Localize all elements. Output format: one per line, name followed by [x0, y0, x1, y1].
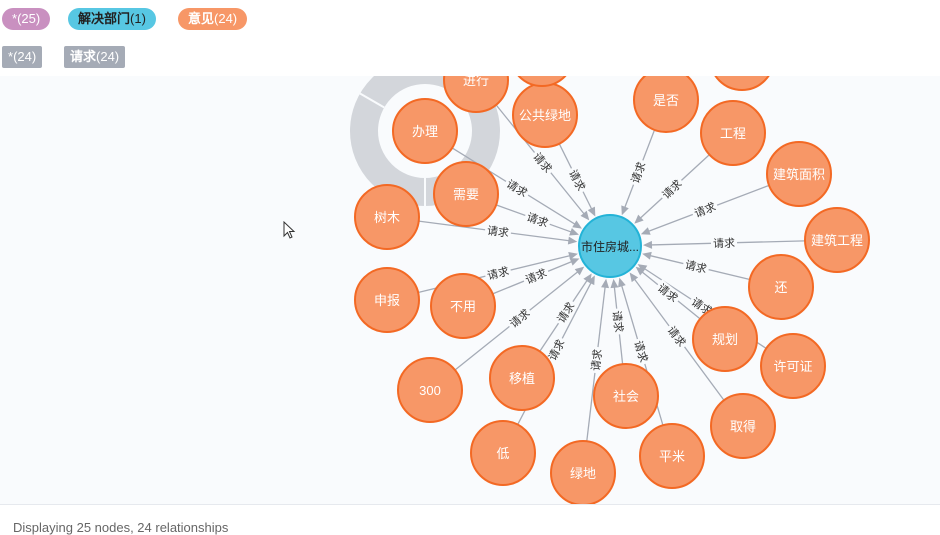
- opinion-node[interactable]: 规划: [692, 306, 758, 372]
- opinion-node-label: 规划: [712, 332, 738, 347]
- opinion-node-label: 公共绿地: [519, 108, 571, 123]
- graph-view[interactable]: 请求请求请求请求请求请求请求请求请求请求请求请求请求请求请求请求请求请求请求请求…: [0, 76, 940, 504]
- opinion-node-label: 取得: [730, 419, 756, 434]
- opinion-node-label: 移植: [509, 371, 535, 386]
- opinion-node[interactable]: 是否: [633, 76, 699, 133]
- opinion-node-label: 社会: [613, 389, 639, 404]
- relationship-label: 请求: [684, 258, 708, 276]
- legend-label-all[interactable]: *(25): [2, 8, 51, 30]
- opinion-node[interactable]: 公共绿地: [512, 82, 578, 148]
- legend-relationship-request[interactable]: 请求(24): [64, 46, 126, 68]
- relationship-label: 请求: [525, 210, 550, 230]
- relationship-label: 请求: [486, 224, 509, 240]
- opinion-node-label: 建筑工程: [811, 233, 863, 248]
- legend-label-department[interactable]: 解决部门(1): [68, 8, 156, 30]
- opinion-node[interactable]: 建筑工程: [804, 207, 870, 273]
- opinion-node-label: 平米: [659, 449, 685, 464]
- opinion-node-label: 工程: [720, 126, 746, 141]
- opinion-node-label: 是否: [653, 93, 679, 108]
- opinion-node-label: 进行: [463, 76, 489, 88]
- opinion-node-label: 300: [419, 383, 441, 398]
- opinion-node-label: 树木: [374, 210, 400, 225]
- relationship-label: 请求: [589, 348, 605, 371]
- legend-label-opinion[interactable]: 意见(24): [178, 8, 248, 30]
- opinion-node-label: 绿地: [570, 466, 596, 481]
- department-node[interactable]: 市住房城...: [578, 214, 642, 278]
- opinion-node[interactable]: 300: [397, 357, 463, 423]
- legend-bar: *(25) 解决部门(1) 意见(24) *(24) 请求(24): [0, 0, 940, 76]
- opinion-node-partial[interactable]: [710, 76, 774, 91]
- opinion-node[interactable]: 低: [470, 420, 536, 486]
- opinion-node[interactable]: 移植: [489, 345, 555, 411]
- relationship-edge[interactable]: 请求: [418, 220, 578, 245]
- opinion-node[interactable]: 还: [748, 254, 814, 320]
- opinion-node[interactable]: 需要: [433, 161, 499, 227]
- relationship-edge[interactable]: 请求: [417, 251, 578, 294]
- relationship-edge[interactable]: 请求: [621, 129, 656, 216]
- relationship-edge[interactable]: 请求: [634, 154, 710, 224]
- opinion-node[interactable]: 许可证: [760, 333, 826, 399]
- opinion-node[interactable]: 工程: [700, 100, 766, 166]
- graph-canvas[interactable]: 请求请求请求请求请求请求请求请求请求请求请求请求请求请求请求请求请求请求请求请求…: [0, 76, 940, 504]
- opinion-node[interactable]: 申报: [354, 267, 420, 333]
- relationship-label: 请求: [713, 237, 735, 251]
- status-bar: Displaying 25 nodes, 24 relationships: [0, 504, 940, 535]
- opinion-node[interactable]: 办理: [392, 98, 458, 164]
- opinion-node[interactable]: 不用: [430, 273, 496, 339]
- opinion-node-label: 申报: [374, 293, 400, 308]
- opinion-node-label: 建筑面积: [773, 167, 825, 182]
- opinion-node[interactable]: 树木: [354, 184, 420, 250]
- opinion-node-label: 办理: [412, 124, 438, 139]
- opinion-node-partial[interactable]: [510, 76, 574, 87]
- relationship-edge[interactable]: 请求: [609, 278, 627, 365]
- opinion-node-label: 低: [496, 446, 509, 461]
- opinion-node[interactable]: 建筑面积: [766, 141, 832, 207]
- relationship-edge[interactable]: 请求: [586, 278, 610, 442]
- opinion-node-label: 不用: [450, 299, 476, 314]
- opinion-node[interactable]: 社会: [593, 363, 659, 429]
- mouse-cursor-icon: [283, 221, 296, 239]
- opinion-node-label: 需要: [453, 187, 479, 202]
- opinion-node[interactable]: 进行: [443, 76, 509, 113]
- opinion-node[interactable]: 取得: [710, 393, 776, 459]
- relationship-label: 请求: [486, 265, 510, 283]
- opinion-node[interactable]: 平米: [639, 423, 705, 489]
- department-node-label: 市住房城...: [581, 239, 639, 254]
- opinion-node[interactable]: 绿地: [550, 440, 616, 504]
- relationship-edge[interactable]: 请求: [642, 235, 806, 251]
- opinion-node-label: 还: [774, 280, 787, 295]
- opinion-node-label: 许可证: [773, 359, 812, 374]
- relationship-edge[interactable]: 请求: [642, 251, 751, 281]
- relationship-edge[interactable]: 请求: [539, 273, 592, 352]
- status-text: Displaying 25 nodes, 24 relationships: [13, 520, 229, 535]
- relationship-label: 请求: [610, 310, 625, 333]
- relationships: 请求请求请求请求请求请求请求请求请求请求请求请求请求请求请求请求请求请求请求请求…: [417, 104, 806, 442]
- legend-relationship-all[interactable]: *(24): [2, 46, 43, 68]
- relationship-label: 请求: [631, 339, 650, 364]
